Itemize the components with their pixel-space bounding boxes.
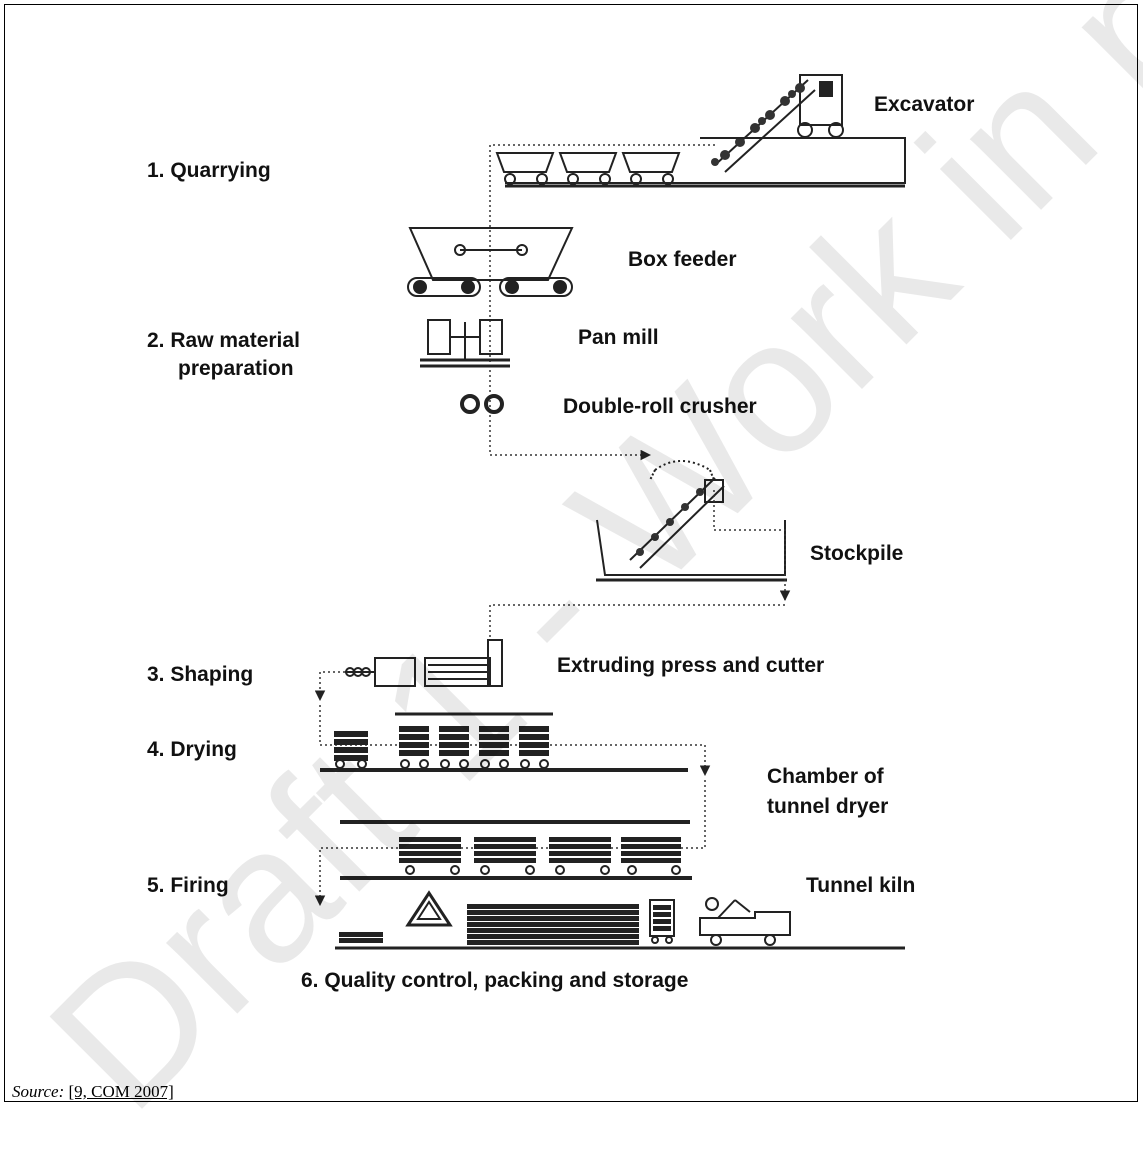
step-label-firing: 5. Firing	[147, 874, 229, 897]
step-label-shaping: 3. Shaping	[147, 663, 254, 686]
equipment-label-tunnel-kiln: Tunnel kiln	[806, 874, 916, 897]
equipment-label-box-feeder: Box feeder	[628, 248, 737, 271]
brick-manufacturing-diagram	[314, 74, 906, 950]
equipment-label-stockpile: Stockpile	[810, 542, 904, 565]
figure-frame	[4, 4, 1138, 1102]
source-reference-link[interactable]: [9, COM 2007]	[68, 1082, 174, 1101]
flow-line	[314, 780, 706, 907]
tunnel-kiln-illustration	[340, 837, 692, 880]
double-roll-crusher-illustration	[460, 394, 504, 414]
equipment-label-dryer: Chamber of	[767, 765, 884, 788]
box-feeder-illustration	[407, 227, 574, 297]
forklift-truck-illustration	[699, 897, 791, 946]
flow-line	[314, 671, 711, 777]
flow-line	[489, 144, 715, 461]
step-label-drying: 4. Drying	[147, 738, 237, 761]
flow-line	[489, 490, 791, 640]
pan-mill-illustration	[420, 319, 510, 368]
equipment-label-dryer-2: tunnel dryer	[767, 795, 889, 818]
step-label-quality: 6. Quality control, packing and storage	[301, 969, 689, 992]
stockpile-illustration	[596, 460, 787, 582]
storage-illustration	[335, 890, 905, 950]
source-note: Source: [9, COM 2007]	[12, 1082, 174, 1102]
equipment-label-crusher: Double-roll crusher	[563, 395, 757, 418]
step-label-raw-material-2: preparation	[178, 357, 294, 380]
step-label-quarrying: 1. Quarrying	[147, 159, 271, 182]
equipment-label-pan-mill: Pan mill	[578, 326, 659, 349]
extruding-press-illustration	[345, 639, 503, 687]
excavator-illustration	[711, 74, 844, 173]
source-label: Source:	[12, 1082, 65, 1101]
quarry-bench	[505, 137, 906, 188]
equipment-label-excavator: Excavator	[874, 93, 975, 116]
quarry-wagons	[495, 152, 681, 185]
equipment-label-extruder: Extruding press and cutter	[557, 654, 825, 677]
step-label-raw-material: 2. Raw material	[147, 329, 300, 352]
tunnel-dryer-illustration	[320, 712, 688, 772]
